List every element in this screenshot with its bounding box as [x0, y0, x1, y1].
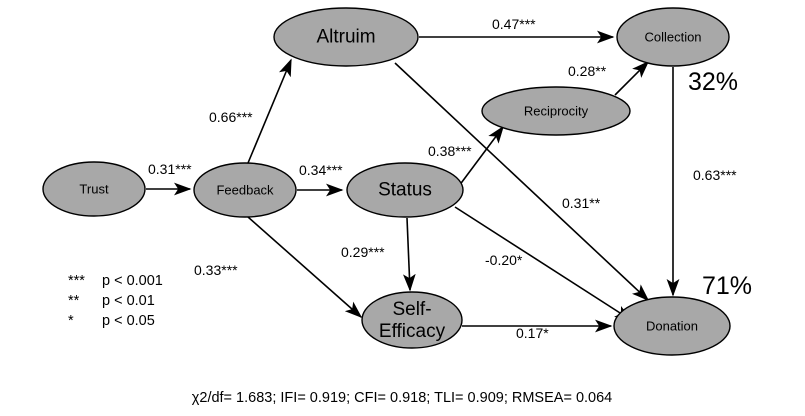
node-status: Status — [346, 162, 464, 218]
node-label-trust: Trust — [79, 182, 109, 197]
node-label-feedback: Feedback — [216, 183, 274, 198]
coefficient-labels-group: 0.31*** 0.66*** 0.34*** 0.33*** 0.47*** 0.31*… — [148, 16, 737, 341]
node-ellipse-self_efficacy — [361, 291, 463, 349]
node-trust: Trust — [42, 161, 146, 217]
coefficient-label-reciprocity-collection: 0.28** — [568, 63, 607, 79]
node-ellipse-trust — [42, 161, 146, 217]
node-donation: Donation — [613, 296, 731, 356]
model-fit-statistics: χ2/df= 1.683; IFI= 0.919; CFI= 0.918; TL… — [192, 390, 612, 406]
node-label-donation: Donation — [646, 319, 698, 334]
node-ellipse-altruim — [273, 7, 419, 67]
coefficient-label-feedback-selfefficacy: 0.33*** — [194, 262, 238, 278]
node-ellipse-feedback — [193, 162, 297, 218]
legend-stars-1: ** — [68, 293, 80, 309]
node-feedback: Feedback — [193, 162, 297, 218]
node-collection: Collection — [616, 7, 730, 67]
coefficient-label-altruim-donation: 0.31** — [562, 195, 601, 211]
node-ellipse-reciprocity — [481, 86, 631, 136]
node-altruim: Altruim — [273, 7, 419, 67]
legend-threshold-1: p < 0.01 — [102, 293, 155, 309]
node-ellipse-status — [346, 162, 464, 218]
collection-variance: 32% — [688, 68, 738, 96]
node-label-status: Status — [378, 180, 432, 201]
path-arrow-status-selfefficacy — [402, 217, 416, 292]
legend-threshold-2: p < 0.05 — [102, 313, 155, 329]
variance-labels-group: 32% 71% — [688, 68, 752, 300]
legend-stars-0: *** — [68, 273, 85, 289]
node-label-self_efficacy: Self-Efficacy — [379, 298, 446, 341]
path-arrow-feedback-altruim — [247, 58, 292, 164]
node-label-altruim: Altruim — [316, 27, 375, 48]
path-arrows-group — [146, 30, 680, 333]
node-self_efficacy: Self-Efficacy — [361, 291, 463, 349]
coefficient-label-altruim-collection: 0.47*** — [492, 16, 536, 32]
path-arrow-feedback-selfefficacy — [247, 216, 363, 319]
legend-threshold-0: p < 0.001 — [102, 273, 163, 289]
significance-legend: *** p < 0.001 ** p < 0.01 * p < 0.05 — [68, 273, 163, 329]
donation-variance: 71% — [702, 272, 752, 300]
coefficient-label-selfefficacy-donation: 0.17* — [516, 325, 549, 341]
node-label-reciprocity: Reciprocity — [524, 104, 589, 119]
node-label-collection: Collection — [644, 30, 701, 45]
node-reciprocity: Reciprocity — [481, 86, 631, 136]
legend-stars-2: * — [68, 313, 74, 329]
coefficient-label-status-selfefficacy: 0.29*** — [341, 244, 385, 260]
coefficient-label-trust-feedback: 0.31*** — [148, 161, 192, 177]
path-arrow-status-donation — [454, 206, 633, 321]
node-ellipse-collection — [616, 7, 730, 67]
node-ellipse-donation — [613, 296, 731, 356]
coefficient-label-feedback-altruim: 0.66*** — [209, 109, 253, 125]
coefficient-label-status-reciprocity: 0.38*** — [428, 143, 472, 159]
coefficient-label-feedback-status: 0.34*** — [299, 162, 343, 178]
coefficient-label-collection-donation: 0.63*** — [693, 167, 737, 183]
coefficient-label-status-donation: -0.20* — [485, 252, 523, 268]
path-arrow-reciprocity-collection — [614, 60, 650, 96]
path-arrow-altruim-donation — [394, 62, 650, 302]
